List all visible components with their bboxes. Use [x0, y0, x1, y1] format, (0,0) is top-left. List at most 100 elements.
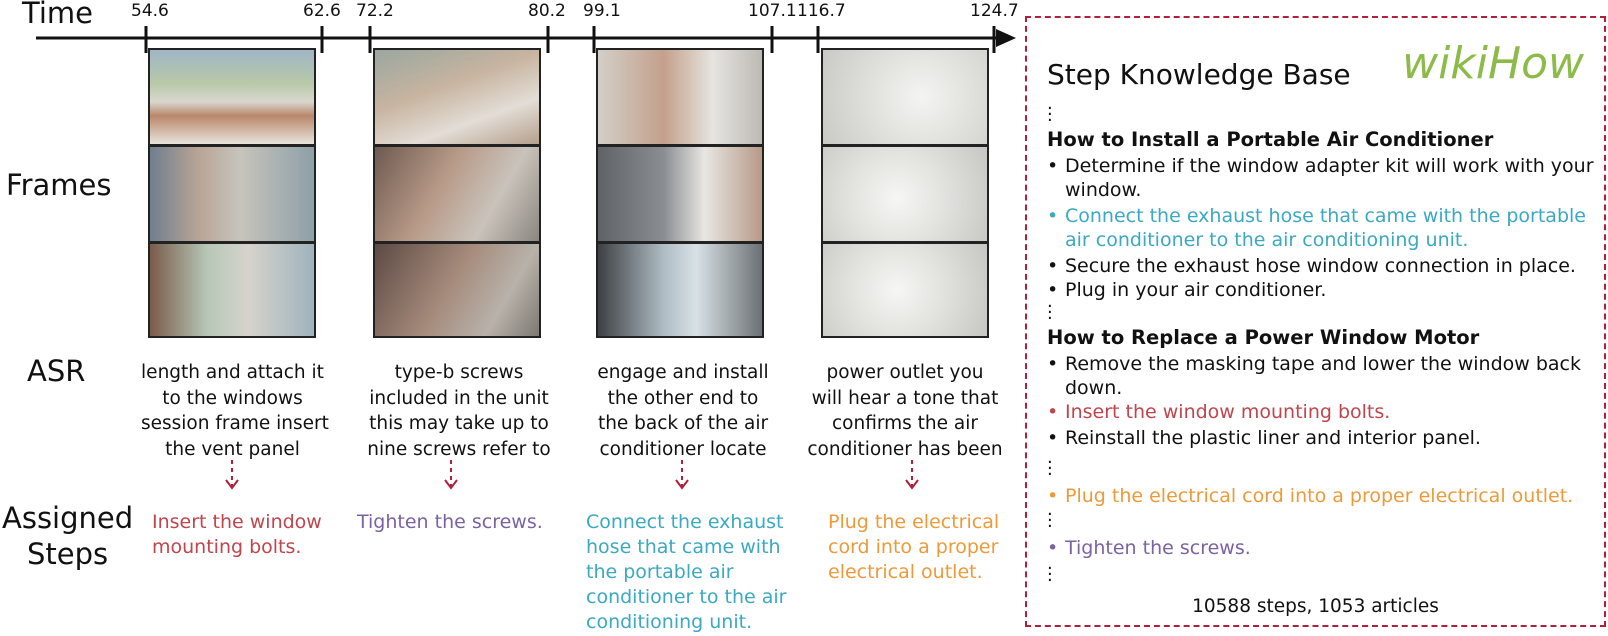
wikihow-logo: wikiHow	[1402, 38, 1584, 89]
tick-label: 80.2	[528, 1, 566, 21]
kb-step: • Plug the electrical cord into a proper…	[1047, 484, 1573, 508]
asr-line: session frame insert	[141, 413, 329, 434]
asr-text-1: length and attach it to the windows sess…	[141, 360, 329, 462]
asr-line: the other end to	[607, 387, 759, 409]
asr-line: conditioner locate	[599, 438, 767, 460]
asr-row-label: ASR	[27, 354, 86, 388]
video-frame	[598, 244, 762, 336]
ellipsis-icon: ···	[1047, 452, 1053, 485]
knowledge-base-stats: 10588 steps, 1053 articles	[1192, 596, 1439, 617]
kb-step-text: Reinstall the plastic liner and interior…	[1065, 427, 1481, 449]
assigned-step-3: Connect the exhaust hose that came with …	[586, 510, 786, 635]
step-line: cord into a proper	[828, 536, 999, 558]
frames-clip-2	[373, 48, 541, 338]
tick-label: 116.7	[797, 1, 846, 21]
assignment-arrows	[225, 460, 919, 490]
video-frame	[823, 244, 987, 336]
asr-text-4: power outlet you will hear a tone that c…	[802, 360, 1008, 462]
step-line: the portable air	[586, 561, 734, 583]
kb-step: • Connect the exhaust hose that came wit…	[1047, 204, 1586, 251]
bullet-icon: •	[1047, 427, 1059, 449]
assigned-steps-row-label: Assigned Steps	[2, 500, 133, 572]
kb-step-text: Plug the electrical cord into a proper e…	[1065, 485, 1574, 507]
kb-step: • Reinstall the plastic liner and interi…	[1047, 426, 1481, 450]
kb-step-text: Determine if the window adapter kit will…	[1065, 155, 1594, 201]
asr-line: length and attach it	[141, 362, 324, 383]
asr-line: type-b screws	[394, 362, 524, 383]
arrowhead	[444, 479, 458, 490]
asr-line: will hear a tone that	[811, 387, 999, 409]
kb-step-text: Remove the masking tape and lower the wi…	[1065, 353, 1581, 399]
video-frame	[823, 147, 987, 244]
assigned-steps-label-line2: Steps	[27, 537, 109, 571]
frames-clip-4	[821, 48, 989, 338]
article-heading: How to Replace a Power Window Motor	[1047, 326, 1480, 349]
assigned-steps-label-line1: Assigned	[2, 501, 134, 535]
step-line: Tighten the screws.	[357, 511, 543, 533]
video-frame	[150, 244, 314, 336]
kb-step: • Tighten the screws.	[1047, 536, 1251, 560]
frames-clip-1	[148, 48, 316, 338]
assigned-step-4: Plug the electrical cord into a proper e…	[828, 510, 999, 585]
kb-step-text: Connect the exhaust hose that came with …	[1065, 205, 1586, 251]
ellipsis-icon: ···	[1047, 98, 1053, 131]
asr-text-3: engage and install the other end to the …	[592, 360, 774, 462]
video-frame	[150, 50, 314, 147]
ellipsis-icon: ···	[1047, 504, 1053, 537]
video-frame	[375, 50, 539, 147]
kb-step: • Insert the window mounting bolts.	[1047, 400, 1390, 424]
step-knowledge-base-panel: wikiHow Step Knowledge Base ··· How to I…	[1025, 16, 1606, 627]
asr-line: conditioner has been	[807, 438, 1003, 460]
step-line: conditioner to the air	[586, 586, 787, 608]
timeline-axis	[36, 26, 1016, 53]
step-line: Insert the window	[152, 511, 322, 533]
step-line: Connect the exhaust	[586, 511, 784, 533]
timeline-arrowhead	[996, 29, 1016, 47]
kb-step: • Determine if the window adapter kit wi…	[1047, 154, 1594, 201]
tick-label: 54.6	[131, 1, 169, 21]
article-heading: How to Install a Portable Air Conditione…	[1047, 128, 1494, 151]
bullet-icon: •	[1047, 255, 1059, 277]
step-line: conditioning unit.	[586, 611, 753, 633]
asr-text-2: type-b screws included in the unit this …	[367, 360, 551, 462]
tick-label: 72.2	[356, 1, 394, 21]
video-frame	[823, 50, 987, 147]
arrowhead	[905, 479, 919, 490]
frames-clip-3	[596, 48, 764, 338]
bullet-icon: •	[1047, 205, 1059, 227]
time-row-label: Time	[22, 0, 93, 30]
bullet-icon: •	[1047, 279, 1059, 301]
ellipsis-icon: ···	[1047, 558, 1053, 591]
kb-step-text: Insert the window mounting bolts.	[1065, 401, 1391, 423]
asr-line: confirms the air	[831, 413, 978, 434]
kb-step: • Remove the masking tape and lower the …	[1047, 352, 1581, 399]
step-line: Plug the electrical	[828, 511, 1000, 533]
asr-line: engage and install	[597, 362, 769, 383]
tick-label: 99.1	[583, 1, 621, 21]
arrowhead	[675, 479, 689, 490]
bullet-icon: •	[1047, 353, 1059, 375]
bullet-icon: •	[1047, 485, 1059, 507]
tick-label: 124.7	[970, 1, 1019, 21]
kb-step-text: Tighten the screws.	[1065, 537, 1251, 559]
video-frame	[150, 147, 314, 244]
assigned-step-2: Tighten the screws.	[357, 510, 543, 535]
asr-line: to the windows	[162, 387, 303, 409]
video-frame	[375, 147, 539, 244]
frames-row-label: Frames	[6, 168, 112, 202]
arrowhead	[225, 479, 239, 490]
step-line: hose that came with	[586, 536, 781, 558]
asr-line: the vent panel	[165, 438, 300, 460]
step-line: electrical outlet.	[828, 561, 983, 583]
kb-step-text: Secure the exhaust hose window connectio…	[1065, 255, 1576, 277]
kb-step-text: Plug in your air conditioner.	[1065, 279, 1327, 301]
video-frame	[375, 244, 539, 336]
asr-line: included in the unit	[369, 387, 549, 409]
knowledge-base-title: Step Knowledge Base	[1047, 58, 1351, 91]
bullet-icon: •	[1047, 155, 1059, 177]
ellipsis-icon: ···	[1047, 296, 1053, 329]
tick-label: 107.1	[748, 1, 797, 21]
video-frame	[598, 50, 762, 147]
kb-step: • Plug in your air conditioner.	[1047, 278, 1326, 302]
kb-step: • Secure the exhaust hose window connect…	[1047, 254, 1576, 278]
